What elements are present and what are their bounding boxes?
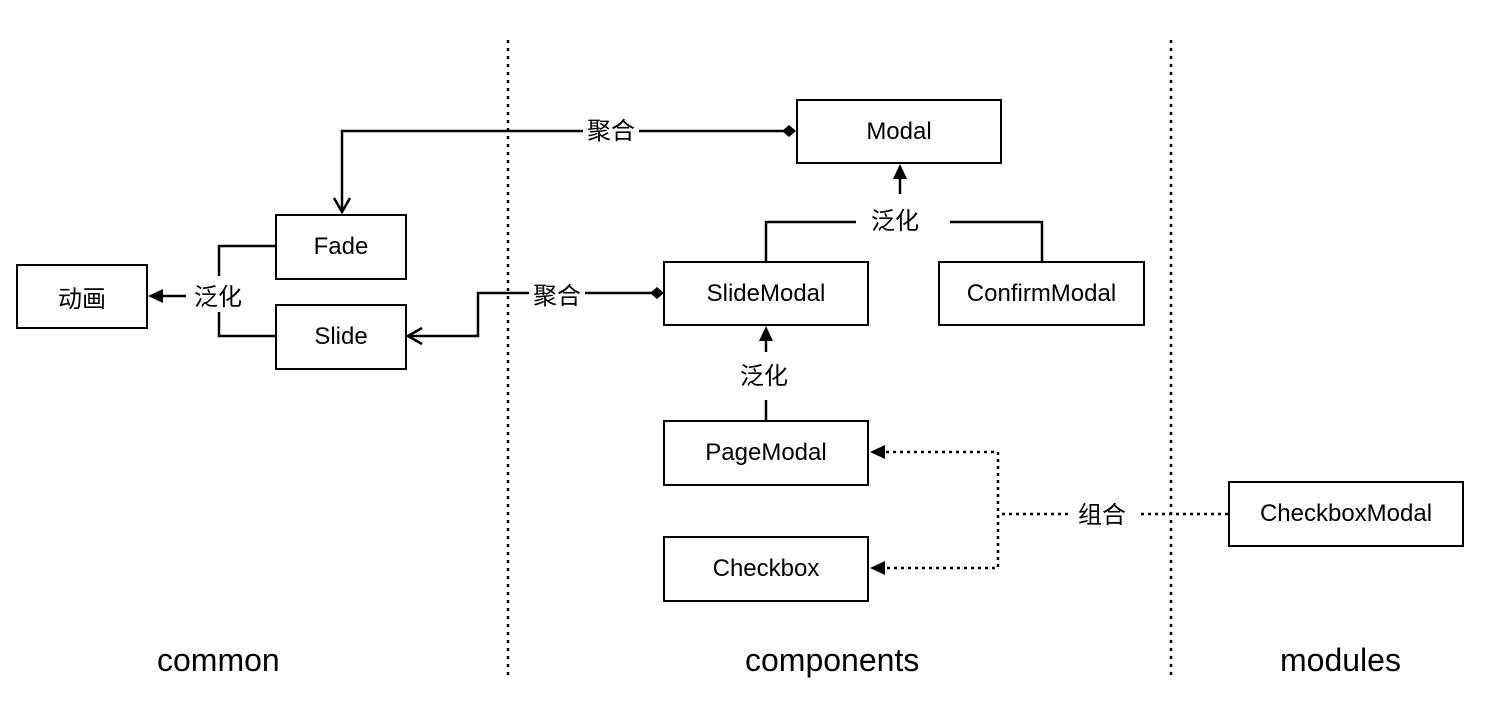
node-modal: Modal	[796, 99, 1002, 164]
label-aggregation-slidemodal-slide: 聚合	[529, 282, 585, 310]
node-animation: 动画	[16, 264, 148, 329]
node-modal-label: Modal	[866, 117, 932, 145]
node-animation-label: 动画	[58, 285, 106, 313]
section-title-common: common	[157, 642, 280, 678]
edge-composition-vertical	[886, 450, 1000, 570]
node-slide-modal: SlideModal	[663, 261, 869, 326]
node-slide: Slide	[275, 304, 407, 370]
arrowhead-modal	[893, 164, 907, 179]
node-checkbox: Checkbox	[663, 536, 869, 602]
arrowhead-pagemodal	[870, 445, 885, 459]
arrowhead-slide	[405, 326, 423, 346]
node-fade: Fade	[275, 214, 407, 280]
section-title-components: components	[745, 642, 920, 678]
edge-slidemodal-modal	[764, 220, 856, 261]
node-confirm-modal-label: ConfirmModal	[966, 279, 1117, 307]
label-generalization-slidemodal: 泛化	[736, 362, 792, 390]
node-slide-label: Slide	[314, 323, 368, 350]
label-generalization-modal: 泛化	[867, 207, 923, 235]
node-fade-label: Fade	[313, 233, 369, 260]
edge-modal-fade	[340, 129, 785, 210]
label-generalization-animation: 泛化	[190, 283, 246, 311]
arrowhead-animation	[148, 289, 163, 303]
node-page-modal: PageModal	[663, 420, 869, 486]
arrowhead-fade	[332, 197, 352, 215]
edge-confirmmodal-modal	[950, 220, 1044, 261]
arrowhead-slidemodal	[759, 326, 773, 341]
node-checkbox-modal-label: CheckboxModal	[1259, 500, 1433, 527]
edge-slide-animation	[217, 312, 276, 338]
node-confirm-modal: ConfirmModal	[938, 261, 1145, 326]
arrowhead-checkbox	[870, 561, 885, 575]
label-composition: 组合	[1074, 501, 1130, 529]
node-slide-modal-label: SlideModal	[706, 279, 826, 307]
node-checkbox-modal: CheckboxModal	[1228, 481, 1464, 547]
diamond-modal	[782, 125, 796, 137]
diamond-slidemodal	[650, 287, 664, 299]
edge-fade-animation	[217, 244, 276, 276]
node-page-modal-label: PageModal	[705, 439, 827, 466]
section-title-modules: modules	[1280, 642, 1401, 678]
label-aggregation-modal-fade: 聚合	[583, 117, 639, 145]
node-checkbox-label: Checkbox	[712, 555, 820, 582]
